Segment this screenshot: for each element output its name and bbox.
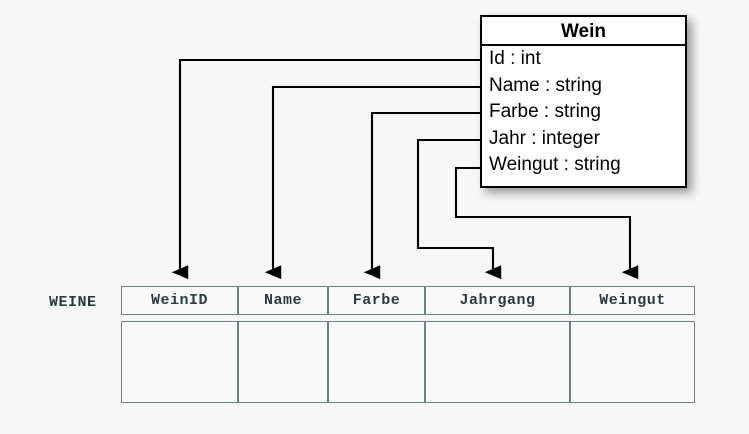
uml-class-box[interactable]: Wein Id : int Name : string Farbe : stri… — [480, 15, 687, 188]
connector-id-to-weinid — [171, 58, 480, 280]
uml-attribute-weingut[interactable]: Weingut : string — [489, 154, 621, 176]
table-cell-name[interactable] — [238, 321, 328, 403]
relational-table[interactable]: WeinID Name Farbe Jahrgang Weingut — [121, 286, 695, 403]
table-row[interactable] — [121, 321, 695, 403]
relational-table-name: WEINE — [49, 294, 97, 311]
column-header-weingut[interactable]: Weingut — [570, 286, 695, 315]
uml-class-name: Wein — [482, 17, 685, 46]
column-header-jahrgang[interactable]: Jahrgang — [425, 286, 570, 315]
table-header-row: WeinID Name Farbe Jahrgang Weingut — [121, 286, 695, 315]
table-cell-jahrgang[interactable] — [425, 321, 570, 403]
uml-attribute-farbe[interactable]: Farbe : string — [489, 101, 601, 123]
column-header-farbe[interactable]: Farbe — [328, 286, 425, 315]
uml-attribute-jahr[interactable]: Jahr : integer — [489, 127, 600, 149]
table-cell-weinid[interactable] — [121, 321, 238, 403]
uml-attribute-name[interactable]: Name : string — [489, 74, 602, 96]
uml-attribute-list: Id : int Name : string Farbe : string Ja… — [482, 46, 685, 179]
table-cell-farbe[interactable] — [328, 321, 425, 403]
connector-farbe-to-farbe — [363, 111, 480, 280]
column-header-name[interactable]: Name — [238, 286, 328, 315]
uml-attribute-id[interactable]: Id : int — [489, 48, 541, 69]
table-cell-weingut[interactable] — [570, 321, 695, 403]
column-header-weinid[interactable]: WeinID — [121, 286, 238, 315]
connector-name-to-name — [264, 85, 480, 280]
